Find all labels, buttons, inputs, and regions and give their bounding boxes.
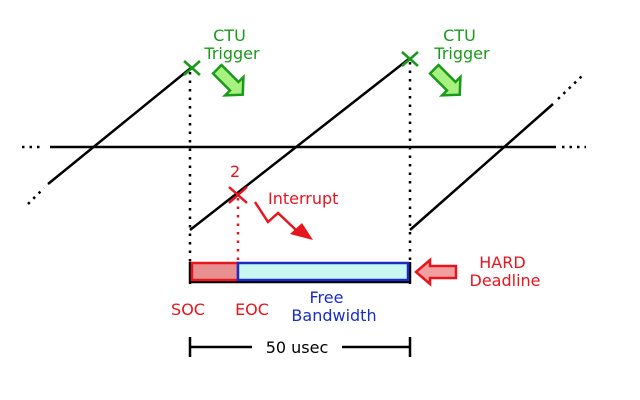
trigger-arrow-icon-1 (211, 63, 245, 97)
soc-label: SOC (171, 300, 205, 319)
lightning-bolt-icon (253, 201, 313, 240)
hard-deadline-label: HARD Deadline (470, 253, 541, 290)
ramp-3 (409, 103, 554, 231)
interrupt-number: 2 (230, 162, 240, 181)
trigger-cross-1 (183, 60, 201, 76)
trigger-arrow-icon-2 (428, 63, 462, 97)
free-bandwidth-label: Free Bandwidth (291, 288, 376, 325)
ramp-dots-left (27, 187, 45, 205)
deadline-arrow-icon (414, 257, 458, 287)
ctu-trigger-label-1: CTU Trigger (203, 26, 260, 63)
eoc-label: EOC (235, 300, 269, 319)
ramp-dots-right (557, 75, 583, 100)
soc-conversion-block (190, 261, 240, 282)
period-label: 50 usec (266, 338, 329, 357)
ctu-trigger-label-2: CTU Trigger (433, 26, 490, 63)
free-bandwidth-block (236, 261, 410, 282)
interrupt-label: Interrupt (268, 189, 338, 208)
interrupt-cross (228, 186, 248, 204)
ramp-2 (189, 57, 411, 231)
ramp-1 (47, 66, 193, 185)
trigger-cross-2 (401, 51, 419, 67)
